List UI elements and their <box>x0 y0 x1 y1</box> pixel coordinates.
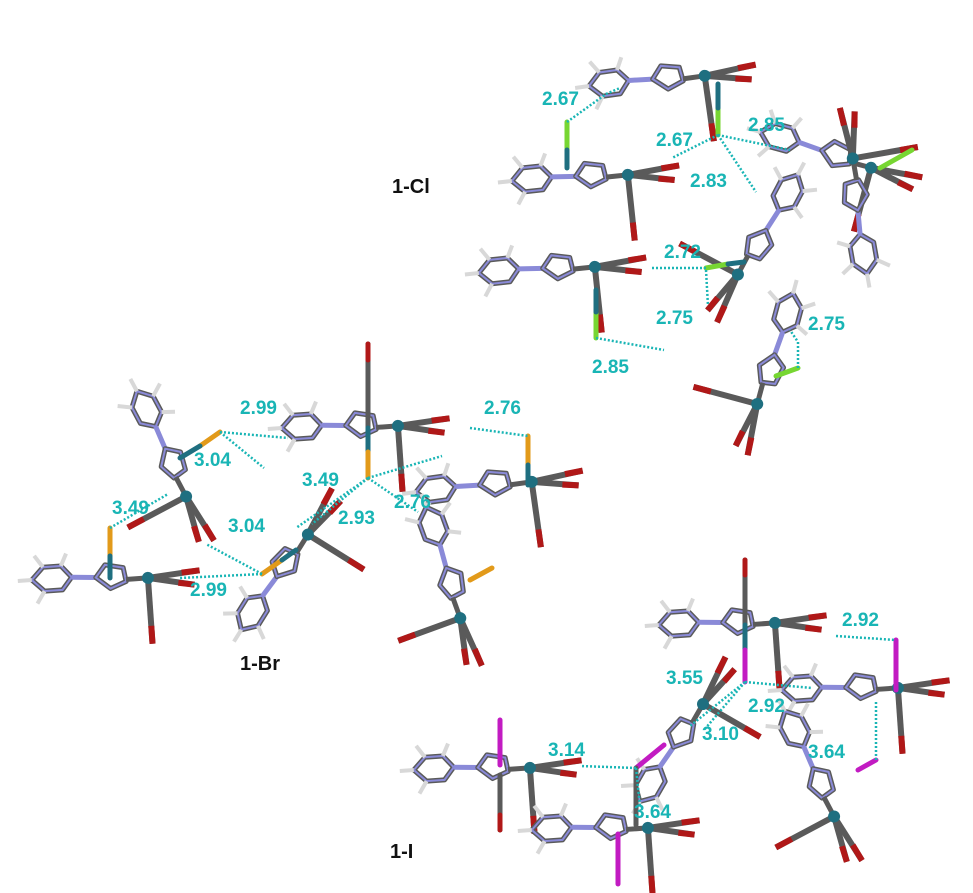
cl-molecule-5 <box>462 232 653 346</box>
panel-1-cl: 2.67 2.67 2.85 2.83 2.72 2.75 2.75 2.85 … <box>392 39 940 462</box>
i-halide-bonds <box>497 557 899 887</box>
i-molecule-6 <box>715 688 885 893</box>
cl-molecule-6 <box>680 261 820 462</box>
cl-distance-6: 2.75 <box>656 308 693 329</box>
i-contacts <box>579 634 897 807</box>
cl-distance-7: 2.75 <box>808 314 845 335</box>
cl-distance-4: 2.83 <box>690 171 727 192</box>
br-molecule-1 <box>266 392 454 500</box>
i-distance-3: 2.92 <box>748 696 785 717</box>
br-distance-8: 2.76 <box>394 492 431 513</box>
panel-label-1-i: 1-I <box>390 841 413 863</box>
br-distance-5: 3.49 <box>112 498 149 519</box>
i-distance-7: 3.64 <box>634 802 671 823</box>
cl-distance-8: 2.85 <box>592 357 629 378</box>
panel-1-i: 2.92 3.55 2.92 3.10 3.64 3.14 3.64 1-I <box>390 557 954 893</box>
br-halide-bonds <box>107 341 531 583</box>
i-distance-1: 2.92 <box>842 610 879 631</box>
br-distance-2: 2.76 <box>484 398 521 419</box>
panel-1-br: 2.99 2.76 3.04 3.49 3.49 3.04 2.93 2.76 … <box>16 341 592 690</box>
br-distance-6: 3.04 <box>228 516 265 537</box>
br-distance-9: 2.99 <box>190 580 227 601</box>
i-distance-4: 3.10 <box>702 724 739 745</box>
i-distance-6: 3.14 <box>548 740 585 761</box>
i-distance-5: 3.64 <box>808 742 845 763</box>
panel-label-1-cl: 1-Cl <box>392 176 430 198</box>
cl-distance-2: 2.67 <box>656 130 693 151</box>
i-molecule-4 <box>516 794 704 893</box>
br-distance-4: 3.49 <box>302 470 339 491</box>
panel-label-1-br: 1-Br <box>240 653 280 675</box>
br-molecule-5 <box>214 475 392 680</box>
cl-distance-5: 2.72 <box>664 242 701 263</box>
br-distance-3: 3.04 <box>194 450 231 471</box>
cl-molecule-2 <box>495 140 686 254</box>
br-distance-1: 2.99 <box>240 398 277 419</box>
i-distance-2: 3.55 <box>666 668 703 689</box>
cl-distance-1: 2.67 <box>542 89 579 110</box>
cl-halide-bonds <box>564 81 915 379</box>
cl-molecule-7 <box>814 96 940 292</box>
cl-distance-3: 2.85 <box>748 115 785 136</box>
br-distance-7: 2.93 <box>338 508 375 529</box>
br-contacts <box>109 426 529 580</box>
br-molecule-6 <box>354 486 506 690</box>
cl-contacts <box>566 86 800 368</box>
